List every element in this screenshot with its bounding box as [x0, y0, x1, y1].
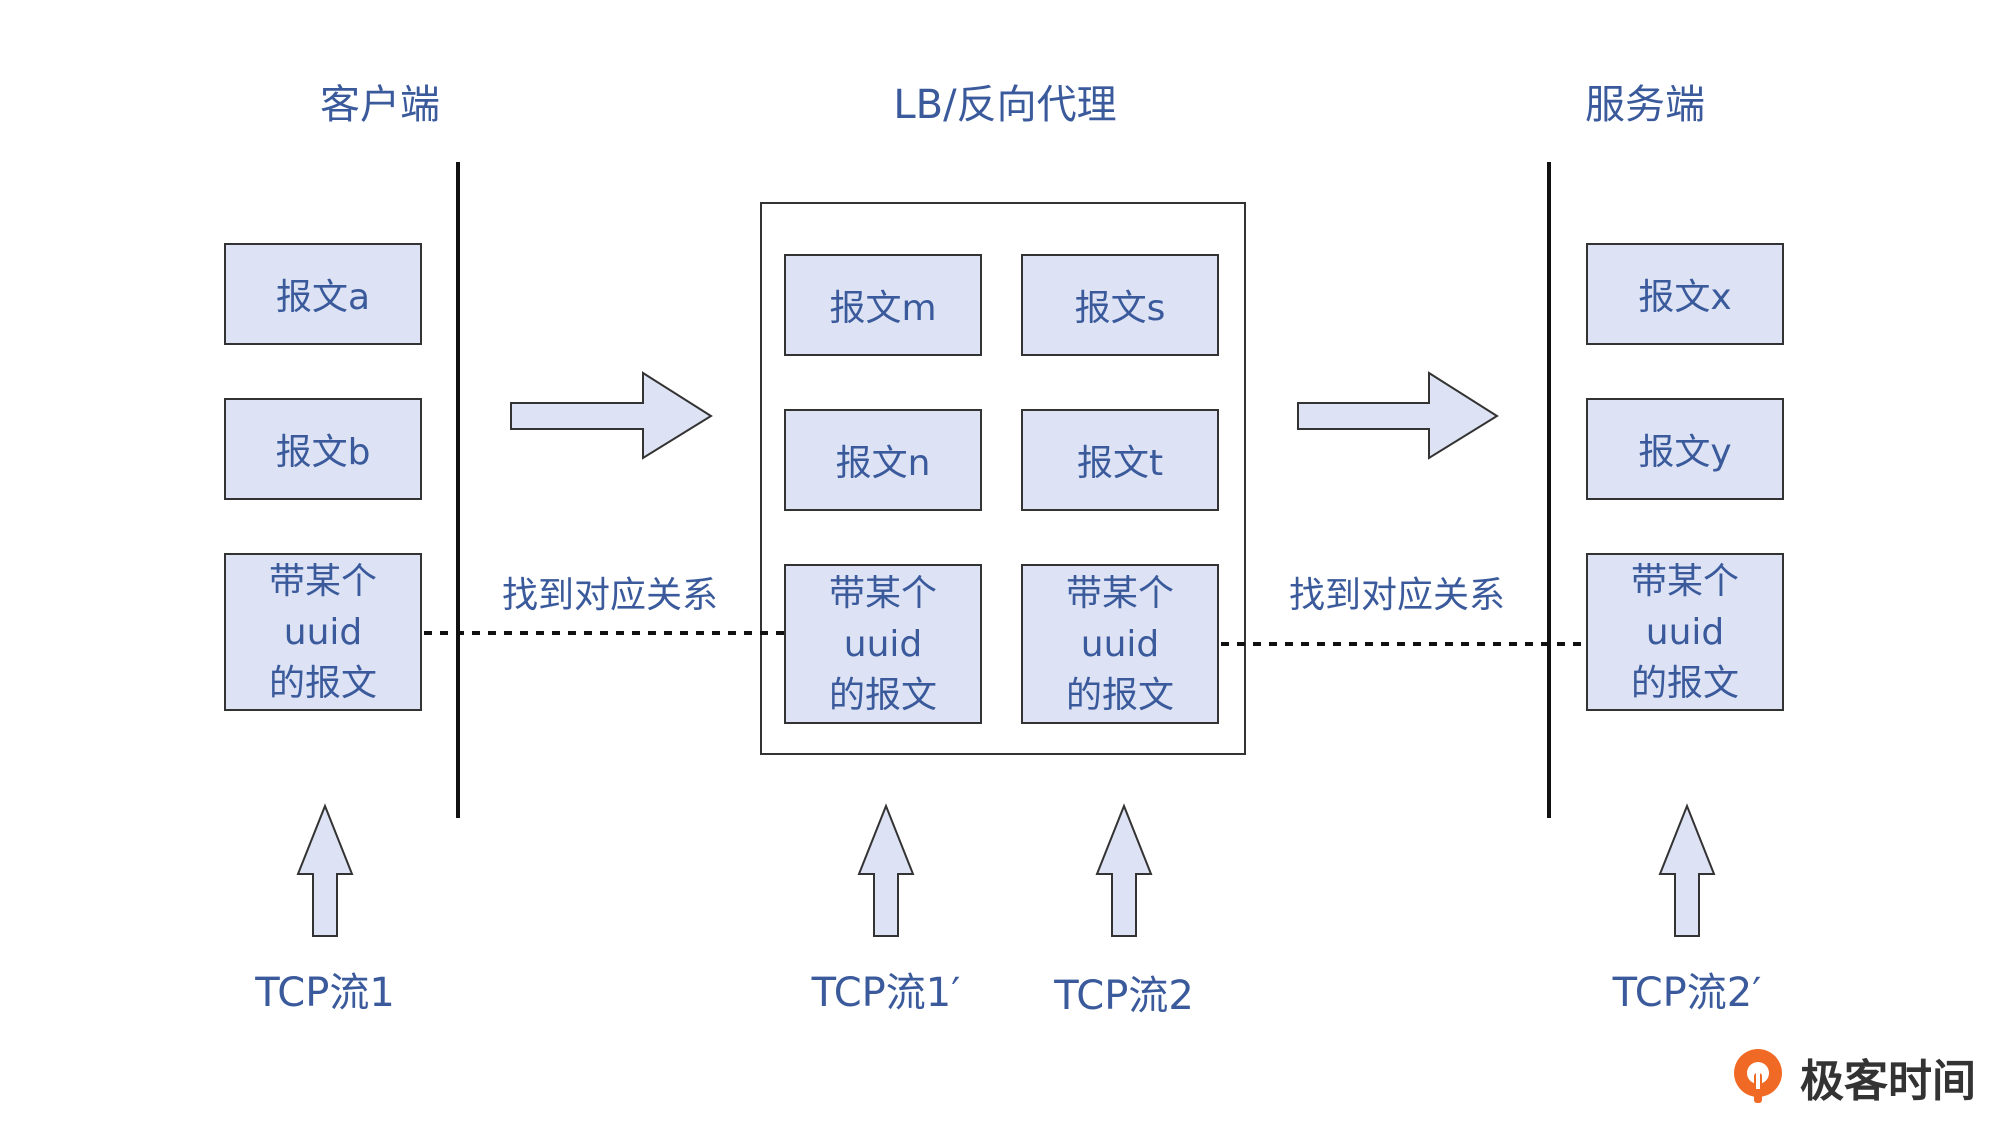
server-packet-uuid: 带某个 uuid 的报文 — [1586, 553, 1784, 711]
up-arrow-icon — [1658, 803, 1716, 937]
flow-arrow-right-icon — [510, 371, 713, 460]
proxy-packet-t: 报文t — [1021, 409, 1219, 511]
tcp-label-server: TCP流2′ — [1612, 970, 1762, 1016]
server-boundary-line — [1547, 162, 1551, 818]
proxy-packet-m: 报文m — [784, 254, 982, 356]
proxy-packet-s: 报文s — [1021, 254, 1219, 356]
up-arrow-icon — [1095, 803, 1153, 937]
packet-line: 带某个 — [828, 572, 937, 614]
server-packet-x: 报文x — [1586, 243, 1784, 345]
geektime-logo-icon — [1734, 1049, 1782, 1103]
client-title: 客户端 — [320, 82, 440, 128]
tcp-label-proxy-left: TCP流1′ — [811, 970, 961, 1016]
mapping-label-left: 找到对应关系 — [502, 575, 719, 616]
packet-line: 的报文 — [268, 662, 377, 704]
server-title: 服务端 — [1585, 82, 1705, 128]
logo-text: 极客时间 — [1800, 1056, 1976, 1107]
packet-line: 的报文 — [1630, 662, 1739, 704]
tcp-label-client: TCP流1 — [255, 970, 395, 1016]
client-boundary-line — [456, 162, 460, 818]
proxy-title: LB/反向代理 — [893, 82, 1117, 128]
packet-line: 的报文 — [1065, 674, 1174, 716]
client-packet-b: 报文b — [224, 398, 422, 500]
up-arrow-icon — [857, 803, 915, 937]
packet-line: 带某个 — [1630, 560, 1739, 602]
proxy-packet-uuid-right: 带某个 uuid 的报文 — [1021, 564, 1219, 724]
flow-arrow-right-icon — [1297, 371, 1499, 460]
proxy-packet-n: 报文n — [784, 409, 982, 511]
tcp-label-proxy-right: TCP流2 — [1054, 973, 1194, 1019]
proxy-packet-uuid-left: 带某个 uuid 的报文 — [784, 564, 982, 724]
server-packet-y: 报文y — [1586, 398, 1784, 500]
packet-line: 带某个 — [1065, 572, 1174, 614]
packet-line: uuid — [843, 623, 923, 665]
packet-line: uuid — [1080, 623, 1160, 665]
packet-line: 带某个 — [268, 560, 377, 602]
packet-line: uuid — [1645, 611, 1725, 653]
packet-line: uuid — [283, 611, 363, 653]
up-arrow-icon — [296, 803, 354, 937]
geektime-logo: 极客时间 — [1730, 1045, 1976, 1109]
mapping-label-right: 找到对应关系 — [1289, 575, 1506, 616]
client-packet-uuid: 带某个 uuid 的报文 — [224, 553, 422, 711]
client-packet-a: 报文a — [224, 243, 422, 345]
packet-line: 的报文 — [828, 674, 937, 716]
